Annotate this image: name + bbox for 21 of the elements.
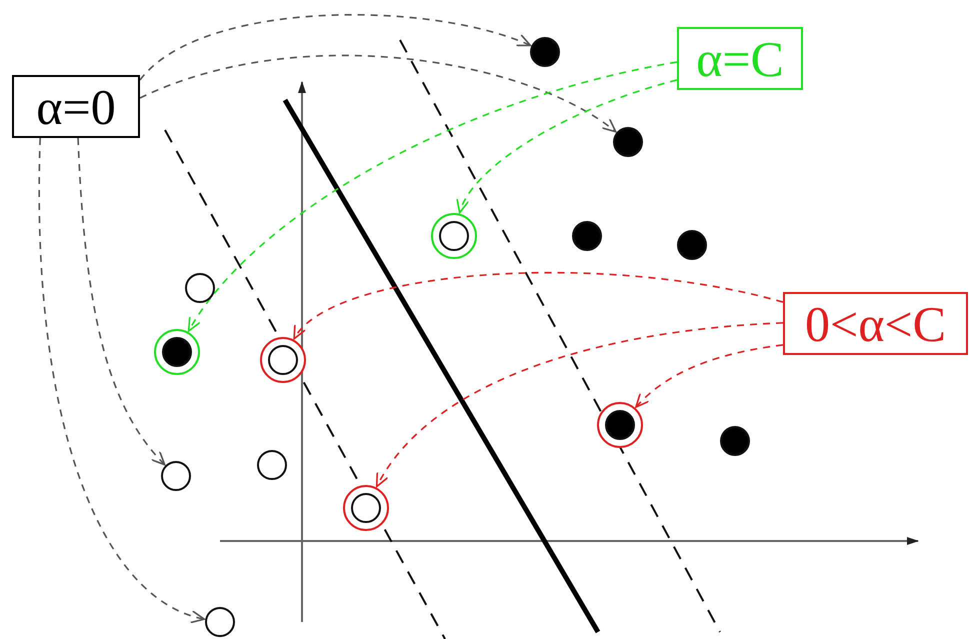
arrow xyxy=(140,54,617,133)
arrow xyxy=(376,322,784,488)
filled-data-point xyxy=(720,426,750,456)
filled-data-point xyxy=(530,37,560,67)
hollow-data-point xyxy=(205,607,235,637)
label-box: α=0 xyxy=(12,75,140,138)
arrow xyxy=(458,79,678,214)
label-box: α=C xyxy=(677,27,803,90)
filled-data-point xyxy=(677,230,707,260)
arrow xyxy=(635,344,784,408)
arrow xyxy=(293,272,784,340)
arrow xyxy=(139,14,532,81)
hollow-data-point xyxy=(161,461,191,491)
filled-data-point xyxy=(613,127,643,157)
arrow xyxy=(188,61,678,332)
arrow xyxy=(77,138,166,466)
label-box: 0<α<C xyxy=(783,292,968,355)
hollow-data-point xyxy=(185,273,215,303)
filled-data-point xyxy=(572,221,602,251)
hollow-data-point xyxy=(257,450,287,480)
arrow xyxy=(38,138,206,622)
